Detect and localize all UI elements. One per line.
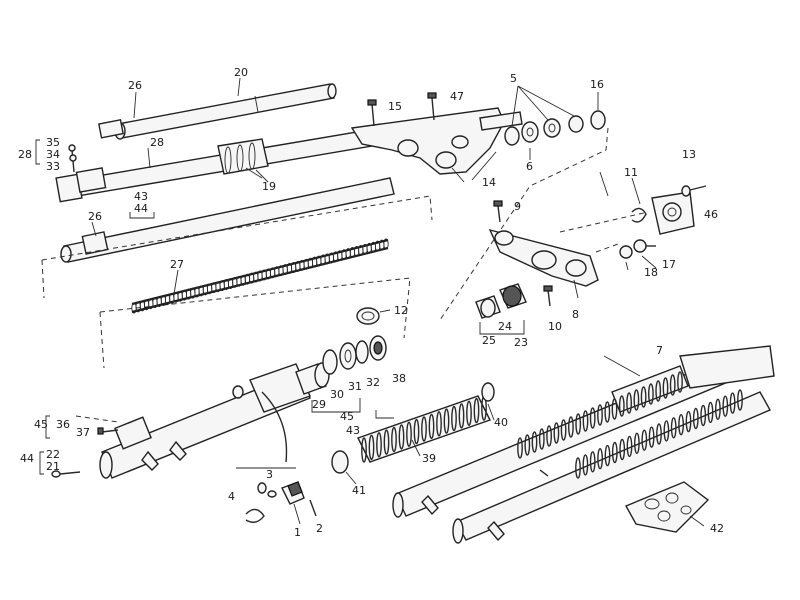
bolt-17	[633, 239, 656, 253]
label-28: 28	[150, 136, 164, 149]
label-26-mid: 26	[88, 210, 102, 223]
label-44-top: 44	[134, 202, 148, 215]
label-45-mid: 45	[340, 410, 354, 423]
seal-31	[339, 342, 357, 370]
bolt-13	[681, 185, 707, 197]
label-4: 4	[228, 490, 235, 503]
bolt-15	[367, 99, 377, 127]
label-44-left: 44	[20, 452, 34, 465]
label-11: 11	[624, 166, 638, 179]
seal-30	[322, 349, 338, 375]
label-9: 9	[514, 200, 521, 213]
label-41: 41	[352, 484, 366, 497]
label-36: 36	[56, 418, 70, 431]
label-23: 23	[514, 336, 528, 349]
label-6: 6	[526, 160, 533, 173]
label-3: 3	[266, 468, 273, 481]
label-22: 22	[46, 448, 60, 461]
label-38: 38	[392, 372, 406, 385]
label-32: 32	[366, 376, 380, 389]
label-13: 13	[682, 148, 696, 161]
bolt-47	[427, 92, 437, 121]
label-21: 21	[46, 460, 60, 473]
label-19: 19	[262, 180, 276, 193]
label-1: 1	[294, 526, 301, 539]
label-20: 20	[234, 66, 248, 79]
clip-11	[631, 207, 647, 223]
label-26-top: 26	[128, 79, 142, 92]
small-fasteners-left	[51, 144, 119, 478]
headset-washers	[504, 110, 606, 146]
label-18: 18	[644, 266, 658, 279]
label-2: 2	[316, 522, 323, 535]
bolt-10	[543, 285, 553, 307]
label-29: 29	[312, 398, 326, 411]
complete-front-fork	[392, 345, 775, 544]
label-46: 46	[704, 208, 718, 221]
label-10: 10	[548, 320, 562, 333]
fork-tube-lower	[60, 177, 395, 263]
label-34: 34	[46, 148, 60, 161]
label-12: 12	[394, 304, 408, 317]
seal-12	[356, 307, 380, 325]
label-47: 47	[450, 90, 464, 103]
label-30: 30	[330, 388, 344, 401]
label-16: 16	[590, 78, 604, 91]
seal-38	[369, 335, 387, 361]
label-40: 40	[494, 416, 508, 429]
label-8: 8	[572, 308, 579, 321]
fork-boot-39	[357, 395, 491, 463]
bolt-9	[493, 200, 503, 223]
label-25: 25	[482, 334, 496, 347]
lower-triple-clamp	[488, 228, 599, 287]
label-7: 7	[656, 344, 663, 357]
seal-32	[355, 340, 369, 364]
label-28-left: 28	[18, 148, 32, 161]
label-24: 24	[498, 320, 512, 333]
upper-triple-clamp	[350, 107, 523, 175]
hardware-bag-42	[625, 481, 710, 533]
label-45-left: 45	[34, 418, 48, 431]
bearing-assembly	[475, 283, 527, 319]
label-17: 17	[662, 258, 676, 271]
label-39: 39	[422, 452, 436, 465]
fork-spring	[131, 238, 389, 314]
label-31: 31	[348, 380, 362, 393]
label-43-top: 43	[134, 190, 148, 203]
label-43-mid: 43	[346, 424, 360, 437]
ring-41	[331, 450, 349, 474]
fork-slider-left	[99, 363, 311, 479]
label-5: 5	[510, 72, 517, 85]
label-37: 37	[76, 426, 90, 439]
label-15: 15	[388, 100, 402, 113]
label-14: 14	[482, 176, 496, 189]
stanchion-tube-upper	[98, 83, 337, 140]
caliper-bracket-group	[236, 467, 317, 523]
ring-40	[481, 382, 495, 402]
bracket-46	[651, 191, 695, 235]
label-27: 27	[170, 258, 184, 271]
label-35: 35	[46, 136, 60, 149]
label-33: 33	[46, 160, 60, 173]
washer-18	[619, 245, 633, 259]
label-42: 42	[710, 522, 724, 535]
